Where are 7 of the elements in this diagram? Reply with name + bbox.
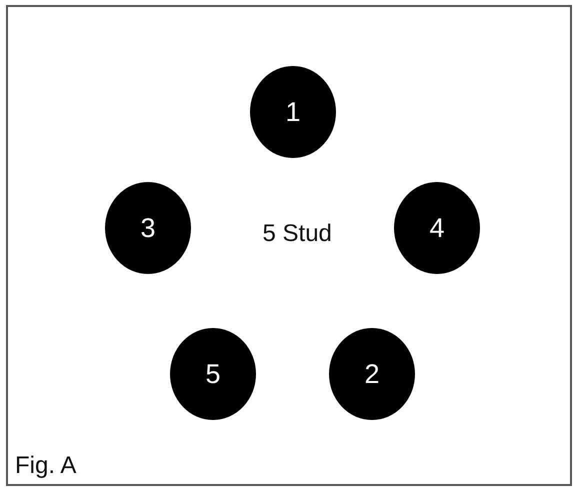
stud-number: 1 <box>285 96 301 128</box>
stud-number: 2 <box>364 358 380 390</box>
stud-number: 3 <box>140 212 156 244</box>
center-label: 5 Stud <box>262 220 332 248</box>
stud-number: 4 <box>429 212 445 244</box>
stud-number: 5 <box>205 358 221 390</box>
figure-label: Fig. A <box>15 452 76 480</box>
